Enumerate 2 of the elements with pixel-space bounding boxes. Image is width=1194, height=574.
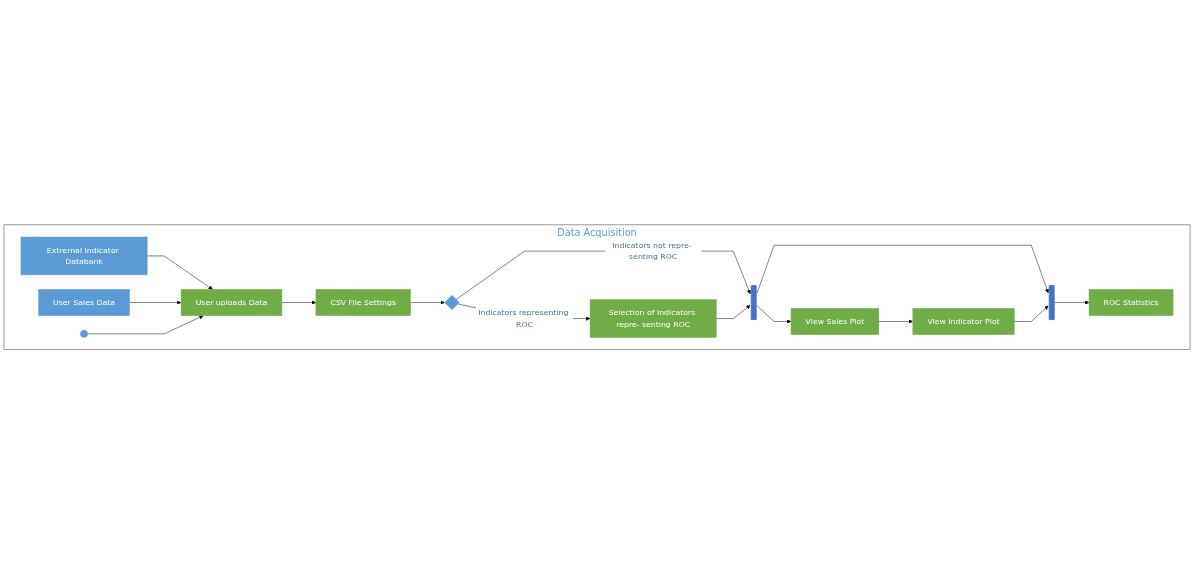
node-circle [80,329,88,338]
node-diamond [444,294,460,310]
